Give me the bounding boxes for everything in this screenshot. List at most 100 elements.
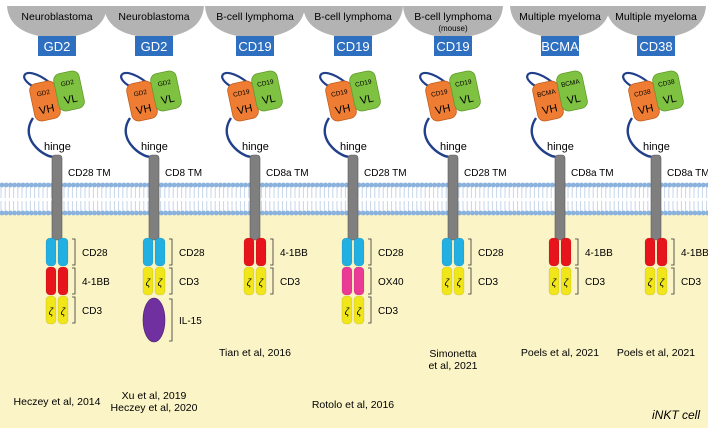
antigen-label: CD19 <box>436 39 469 54</box>
lipid-head <box>465 210 471 216</box>
lipid-head <box>92 182 97 188</box>
lipid-head <box>696 210 702 216</box>
lipid-head <box>596 182 601 188</box>
lipid-head <box>230 210 236 216</box>
il15-ellipse <box>142 297 166 343</box>
lipid-head <box>197 182 202 188</box>
domain-cd28: CD28 <box>45 237 108 267</box>
lipid-head <box>297 210 303 216</box>
lipid-head <box>96 210 101 216</box>
lipid-head <box>335 210 341 216</box>
tm-label: CD8 TM <box>165 168 202 179</box>
domain-label: 4-1BB <box>681 248 708 259</box>
domain-bracket <box>169 298 173 342</box>
lipid-head <box>684 182 689 188</box>
lipid-head <box>62 210 68 216</box>
lipid-head <box>516 210 521 216</box>
lipid-head <box>163 182 169 188</box>
zeta-left: ζ <box>49 307 55 318</box>
lipid-head <box>260 210 265 216</box>
lipid-head <box>533 210 538 216</box>
domain-pill <box>644 266 656 296</box>
lipid-head <box>360 210 366 216</box>
domain-pill <box>353 295 365 325</box>
lipid-head <box>516 182 521 188</box>
lipid-head <box>528 210 534 216</box>
lipid-head <box>276 210 282 216</box>
lipid-head <box>71 182 76 188</box>
target-cell-dome <box>403 6 503 38</box>
lipid-head <box>7 182 13 188</box>
construct-4: B-cell lymphomaCD19CD19VHCD19VLhingeCD28… <box>303 6 407 411</box>
lipid-head <box>507 182 513 188</box>
lipid-head <box>646 182 652 188</box>
tm-stalk <box>650 154 662 241</box>
lipid-head <box>134 210 139 216</box>
citation-line: Rotolo et al, 2016 <box>312 399 394 411</box>
lipid-head <box>222 210 228 216</box>
domain-label: CD3 <box>478 277 498 288</box>
antigen-label: CD19 <box>238 39 271 54</box>
lipid-head <box>29 182 34 188</box>
lipid-head <box>41 182 47 188</box>
lipid-head <box>386 210 391 216</box>
lipid-head <box>604 182 610 188</box>
citation-line: Heczey et al, 2020 <box>111 402 198 414</box>
lipid-head <box>222 182 228 188</box>
domain-pill <box>441 237 453 267</box>
lipid-head <box>512 210 517 216</box>
domain-pill <box>353 237 365 267</box>
citation-line: Poels et al, 2021 <box>521 347 599 359</box>
antigen-label: GD2 <box>141 39 168 54</box>
lipid-head <box>432 182 437 188</box>
lipid-head <box>394 210 400 216</box>
lipid-head <box>24 210 30 216</box>
antigen-label: BCMA <box>541 39 579 54</box>
lipid-head <box>192 210 198 216</box>
lipid-head <box>440 210 446 216</box>
vl-tag: CD19 <box>355 78 373 88</box>
lipid-head <box>667 182 673 188</box>
lipid-head <box>24 182 30 188</box>
lipid-head <box>66 210 72 216</box>
construct-3: B-cell lymphomaCD19CD19VHCD19VLhingeCD8a… <box>205 6 309 359</box>
lipid-head <box>470 210 475 216</box>
tm-label: CD28 TM <box>364 168 407 179</box>
lipid-head <box>176 182 181 188</box>
lipid-head <box>428 182 433 188</box>
hinge-label: hinge <box>547 141 574 153</box>
lipid-head <box>533 182 538 188</box>
antigen-box <box>334 36 372 56</box>
lipid-head <box>617 182 622 188</box>
lipid-head <box>667 210 673 216</box>
lipid-head <box>234 182 240 188</box>
lipid-head <box>335 182 341 188</box>
lipid-head <box>33 182 38 188</box>
lipid-head <box>12 210 17 216</box>
vl-label: VL <box>63 93 79 108</box>
lipid-head <box>264 210 269 216</box>
lipid-head <box>520 182 526 188</box>
cell-type-label: iNKT cell <box>652 408 700 422</box>
hinge-curve <box>225 117 253 158</box>
lipid-head <box>499 182 505 188</box>
lipid-head <box>377 182 383 188</box>
lipid-head <box>121 210 127 216</box>
lipid-head <box>663 210 668 216</box>
lipid-head <box>272 182 278 188</box>
vl-label: VL <box>359 93 375 108</box>
domain-pill <box>57 266 69 296</box>
lipid-head <box>570 210 576 216</box>
domain-pill <box>45 237 57 267</box>
antigen-label: GD2 <box>44 39 71 54</box>
lipid-head <box>138 210 144 216</box>
domain-bracket <box>671 238 675 266</box>
lipid-head <box>545 210 551 216</box>
lipid-head <box>344 182 349 188</box>
lipid-head <box>180 210 186 216</box>
domain-pill <box>341 237 353 267</box>
